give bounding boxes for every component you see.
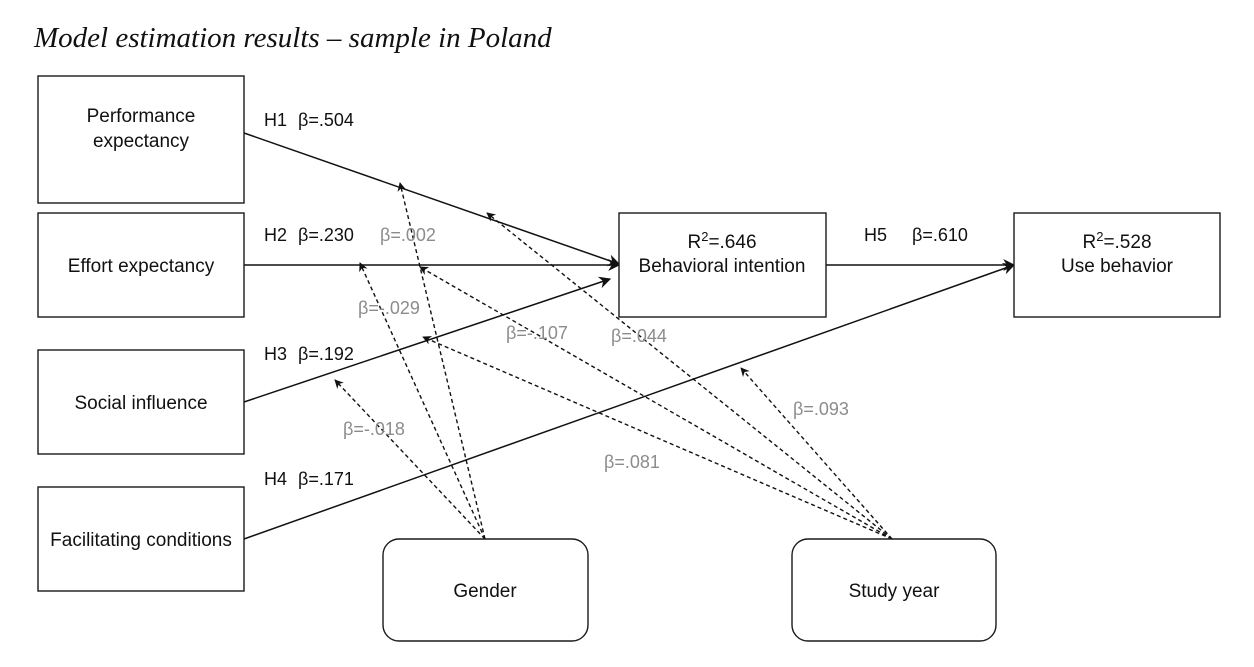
node-effort-expectancy: Effort expectancy [37, 212, 245, 318]
node-facilitating-label: Facilitating conditions [50, 530, 232, 551]
label-gender-facilitating-beta: β=-.018 [343, 419, 405, 439]
label-h3-beta: β=.192 [298, 344, 354, 364]
label-year-effort-beta: β=-.107 [506, 323, 568, 343]
label-h5-beta: β=.610 [912, 225, 968, 245]
node-intention-r2: R2=.646 [687, 229, 756, 253]
label-h2-beta: β=.230 [298, 225, 354, 245]
label-gender-effort-beta: β=.002 [380, 225, 436, 245]
label-h3-id: H3 [264, 344, 287, 364]
node-study-year-label: Study year [849, 581, 940, 602]
node-facilitating-conditions: Facilitating conditions [37, 486, 245, 592]
node-social-label: Social influence [74, 393, 207, 414]
label-year-social-beta: β=.081 [604, 452, 660, 472]
label-h1-id: H1 [264, 110, 287, 130]
node-study-year: Study year [791, 538, 997, 642]
node-use-r2-prefix: R [1082, 232, 1096, 253]
moderator-year-intention-arrow [740, 367, 893, 540]
label-h2-id: H2 [264, 225, 287, 245]
label-h4-id: H4 [264, 469, 287, 489]
node-gender-label: Gender [453, 581, 517, 602]
node-intention-label: Behavioral intention [639, 256, 806, 277]
node-gender: Gender [382, 538, 589, 642]
label-h1-beta: β=.504 [298, 110, 354, 130]
node-use-r2-value: =.528 [1103, 232, 1151, 253]
label-gender-social-beta: β=-.029 [358, 298, 420, 318]
figure-title: Model estimation results – sample in Pol… [34, 22, 552, 54]
node-intention-r2-sup: 2 [701, 229, 708, 244]
node-effort-label: Effort expectancy [68, 256, 215, 277]
node-social-influence: Social influence [37, 349, 245, 455]
node-behavioral-intention: R2=.646 Behavioral intention [618, 212, 827, 318]
path-h1-arrow [243, 132, 621, 267]
node-performance-line2: expectancy [93, 131, 190, 152]
node-use-r2-sup: 2 [1096, 229, 1103, 244]
label-year-performance-beta: β=.044 [611, 326, 667, 346]
moderator-gender-performance-arrow [397, 182, 486, 540]
moderator-year-performance-arrow [486, 212, 893, 540]
label-h4-beta: β=.171 [298, 469, 354, 489]
label-h5-id: H5 [864, 225, 887, 245]
node-performance-expectancy: Performance expectancy [37, 75, 245, 204]
label-year-intention-beta: β=.093 [793, 399, 849, 419]
node-use-label: Use behavior [1061, 256, 1174, 277]
path-h4-arrow [243, 262, 1016, 540]
node-intention-r2-value: =.646 [708, 232, 756, 253]
moderator-gender-social-arrow [334, 379, 486, 540]
moderator-year-social-arrow [422, 336, 893, 540]
node-use-behavior: R2=.528 Use behavior [1013, 212, 1221, 318]
node-intention-r2-prefix: R [687, 232, 701, 253]
node-use-r2: R2=.528 [1082, 229, 1151, 253]
moderator-gender-effort-arrow [359, 262, 486, 540]
node-performance-line1: Performance [87, 106, 196, 127]
